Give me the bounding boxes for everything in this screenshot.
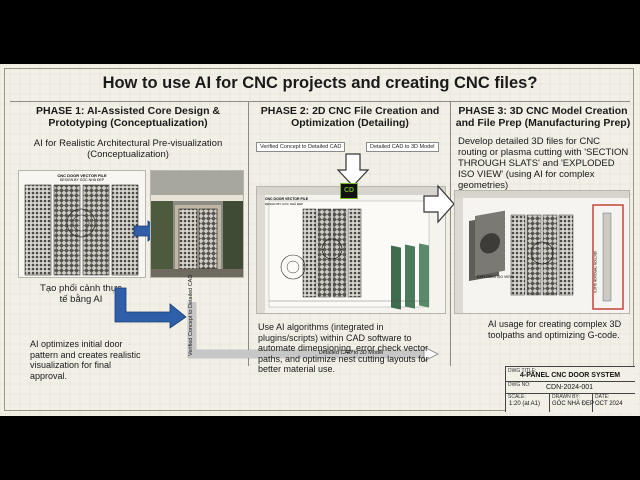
- phase-2-heading: PHASE 2: 2D CNC File Creation and Optimi…: [260, 105, 440, 129]
- phase-3-heading: PHASE 3: 3D CNC Model Creation and File …: [455, 105, 631, 129]
- bottom-flow-connector: [187, 302, 439, 362]
- vertical-flow-label: Verified Concept to Detailed CAD: [188, 274, 194, 356]
- bottom-flow-label: Detailed CAD to 3D Model: [318, 350, 384, 356]
- cad-drawing-subtitle: DESIGN BY GÓC NHÀ ĐẸP: [265, 202, 304, 206]
- phase-2-body: Use AI algorithms (integrated in plugins…: [258, 322, 429, 374]
- dwg-no-value: CDN-2024-001: [546, 384, 594, 391]
- phase-1-heading: PHASE 1: AI-Assisted Core Design & Proto…: [36, 105, 220, 129]
- section-slats-label: SECTION THROUGH SLATS: [593, 251, 597, 293]
- phase-1-caption: Tạo phối cảnh thực tế bằng AI: [40, 283, 122, 305]
- phase-1-architectural-render: [150, 170, 244, 278]
- page-title: How to use AI for CNC projects and creat…: [102, 74, 538, 92]
- diagram-sheet: How to use AI for CNC projects and creat…: [0, 64, 640, 416]
- phase-1-drawing-title: CNC DOOR VECTOR FILE: [57, 173, 107, 178]
- date-label: DATE:: [595, 394, 610, 400]
- scale-value: 1:20 (at A1): [509, 401, 541, 407]
- dwg-no-label: DWG NO:: [508, 382, 531, 388]
- verified-concept-tag: Verified Concept to Detailed CAD: [256, 142, 346, 152]
- drawn-by-value: GÓC NHÀ ĐẸP: [552, 401, 595, 407]
- dwg-title-label: DWG TITLE:: [508, 368, 537, 374]
- phase-divider-2: [450, 101, 451, 366]
- detailed-cad-tag: Detailed CAD to 3D Model: [366, 142, 439, 152]
- title-block: DWG TITLE: 4-PANEL CNC DOOR SYSTEM DWG N…: [505, 366, 635, 412]
- dwg-title-value: 4-PANEL CNC DOOR SYSTEM: [520, 372, 621, 379]
- cad-window-illustration: [257, 187, 445, 313]
- phase-1-drawing-subtitle: DESIGN BY GÓC NHÀ ĐẸP: [59, 178, 105, 182]
- 3d-model-illustration: [455, 191, 629, 313]
- scale-label: SCALE:: [508, 394, 526, 400]
- phase-1-door-pattern-drawing: CNC DOOR VECTOR FILE DESIGN BY GÓC NHÀ Đ…: [18, 170, 146, 278]
- house-render-illustration: [151, 171, 243, 277]
- phase-2-down-arrow: [336, 153, 370, 187]
- cad-software-window: CNC DOOR VECTOR FILE DESIGN BY GÓC NHÀ Đ…: [256, 183, 446, 314]
- phase-1-body: AI optimizes initial door pattern and cr…: [30, 339, 141, 381]
- drawn-by-label: DRAWN BY:: [552, 394, 580, 400]
- phase-3-body: AI usage for creating complex 3D toolpat…: [488, 319, 622, 340]
- date-value: OCT 2024: [595, 401, 623, 407]
- phase-1-door-panels: [24, 184, 139, 276]
- 3d-model-window: EXPLODED ISO VIEW SECTION THROUGH SLATS: [454, 190, 630, 314]
- cad-drawing-title: CNC DOOR VECTOR FILE: [265, 197, 309, 201]
- drawing-frame: [4, 68, 634, 411]
- phase-2-to-phase-3-arrow: [423, 184, 455, 224]
- phase-1-to-phase-2-arrow: [114, 287, 187, 329]
- phase-3-subheading: Develop detailed 3D files for CNC routin…: [458, 136, 629, 191]
- phase-1-subheading: AI for Realistic Architectural Pre-visua…: [33, 138, 223, 160]
- phase-divider-1: [248, 101, 249, 366]
- exploded-iso-label: EXPLODED ISO VIEW: [477, 275, 513, 279]
- title-divider: [10, 101, 630, 102]
- cad-app-logo-icon: CD: [340, 183, 358, 199]
